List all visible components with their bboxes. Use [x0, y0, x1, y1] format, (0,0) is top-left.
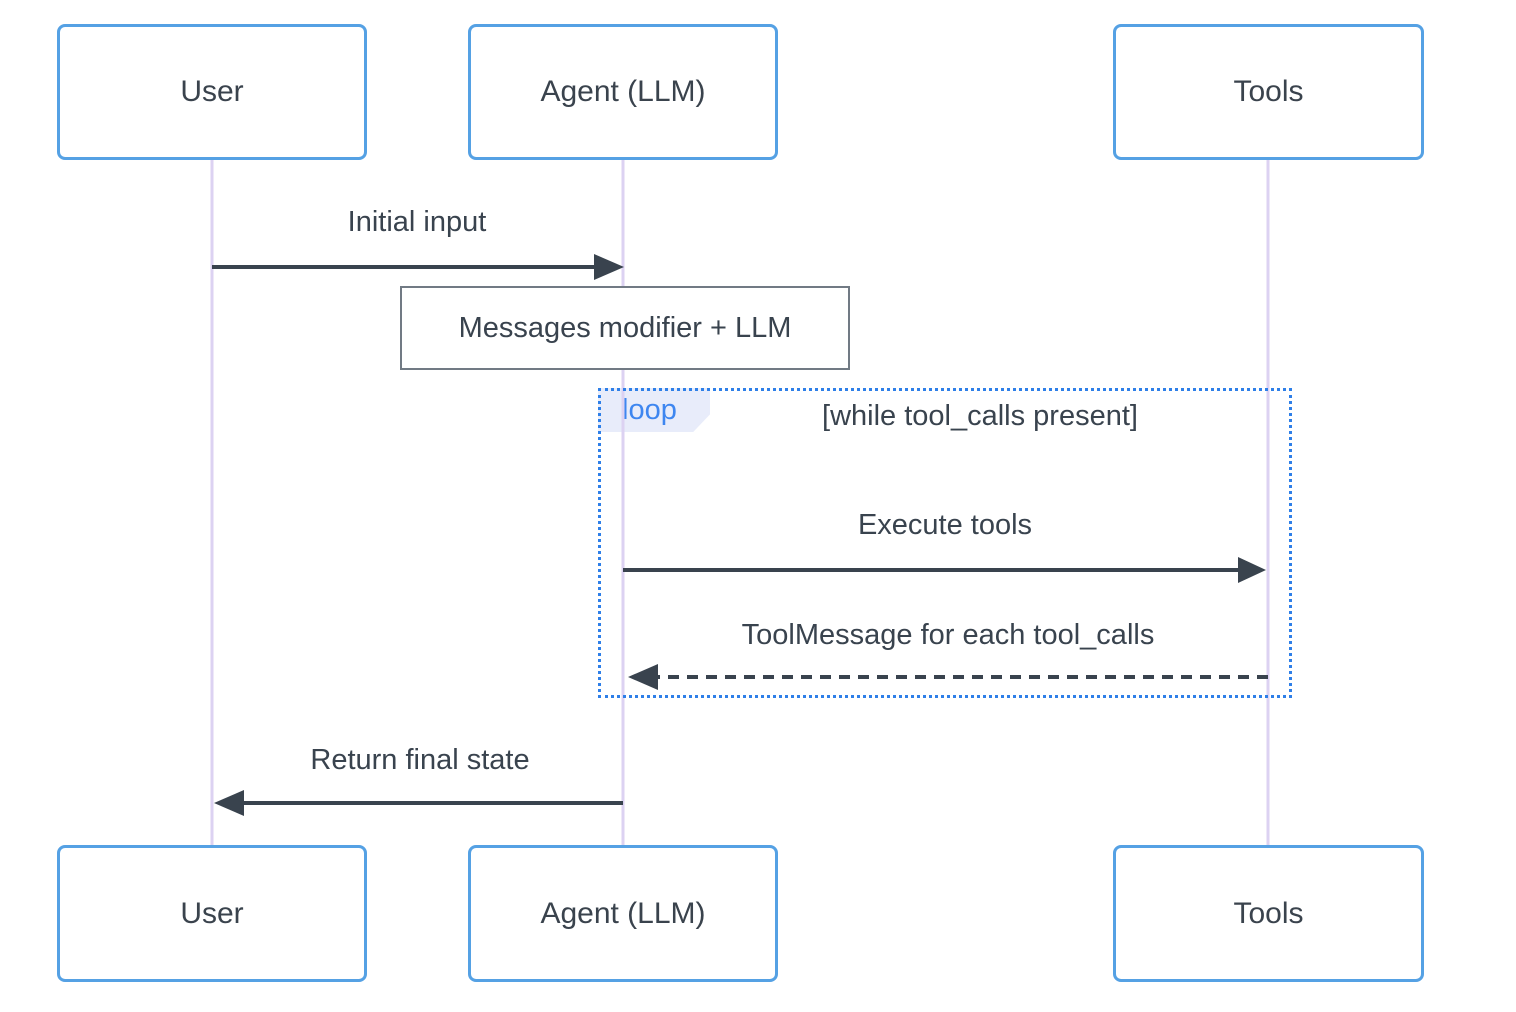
arrowhead-return-final [214, 790, 244, 816]
note-messages-modifier: Messages modifier + LLM [400, 286, 850, 370]
message-label-execute-tools: Execute tools [857, 509, 1033, 541]
arrowhead-tool-message [628, 664, 658, 690]
actor-tools-top: Tools [1113, 24, 1424, 160]
actor-user-top: User [57, 24, 367, 160]
message-label-return-final: Return final state [310, 744, 530, 776]
actor-label: Tools [1233, 75, 1304, 108]
note-text: Messages modifier + LLM [458, 311, 792, 344]
message-label-initial-input: Initial input [347, 206, 487, 238]
loop-label: loop [598, 388, 710, 432]
message-label-tool-message: ToolMessage for each tool_calls [741, 619, 1155, 651]
actor-agent-bottom: Agent (LLM) [468, 845, 778, 982]
arrowhead-initial-input [594, 254, 624, 280]
actor-agent-top: Agent (LLM) [468, 24, 778, 160]
actor-label: Agent (LLM) [540, 75, 706, 108]
actor-label: Agent (LLM) [540, 896, 706, 930]
actor-label: User [180, 75, 244, 108]
arrowhead-execute-tools [1238, 557, 1266, 583]
actor-label: Tools [1233, 896, 1304, 930]
loop-keyword: loop [622, 393, 677, 426]
actor-user-bottom: User [57, 845, 367, 982]
actor-tools-bottom: Tools [1113, 845, 1424, 982]
actor-label: User [180, 896, 244, 930]
loop-condition: [while tool_calls present] [822, 400, 1138, 432]
